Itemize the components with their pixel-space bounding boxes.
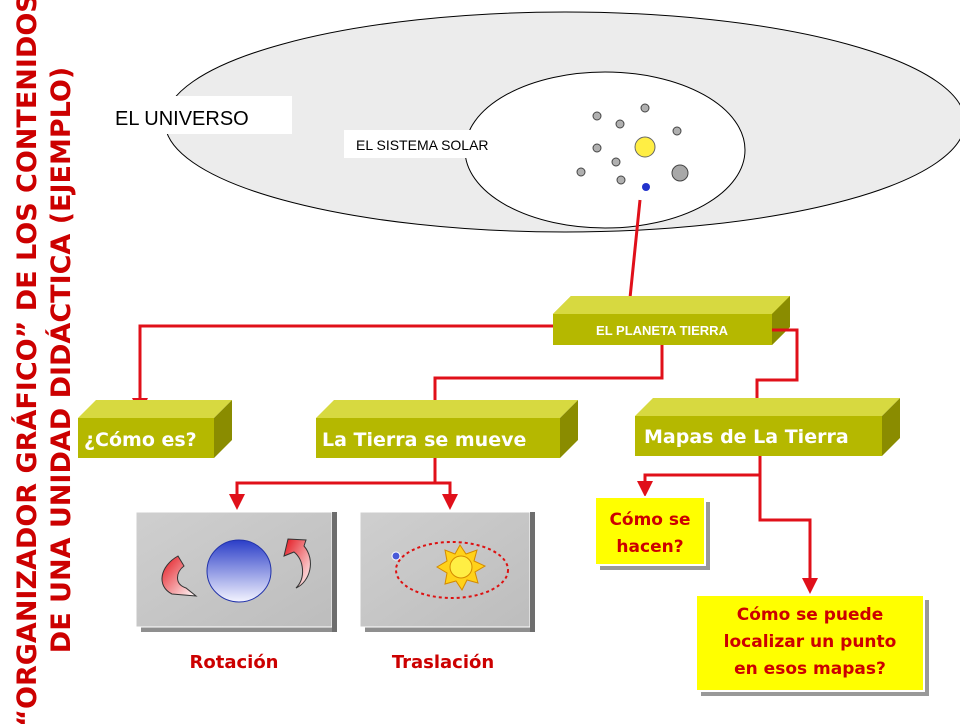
- label-traslacion: Traslación: [392, 652, 494, 673]
- label-como-se-hacen-2: hacen?: [616, 537, 683, 557]
- arrowhead-como-se-hacen: [637, 481, 653, 497]
- label-como-es: ¿Cómo es?: [84, 429, 197, 451]
- side-title: “ORGANIZADOR GRÁFICO” DE LOS CONTENIDOS …: [11, 0, 79, 727]
- connector-to-se-mueve: [433, 345, 664, 403]
- label-localizar-3: en esos mapas?: [734, 659, 886, 679]
- planet-box: [553, 296, 790, 345]
- sun-core-icon: [449, 555, 473, 579]
- earth-dot: [642, 183, 650, 191]
- planet-dot: [640, 103, 650, 113]
- earth-sphere-icon: [206, 539, 272, 603]
- orbit-path: [395, 541, 509, 599]
- side-title-line-2: DE UNA UNIDAD DIDÁCTICA (EJEMPLO): [46, 66, 77, 654]
- planet-dot: [592, 111, 602, 121]
- label-mapas: Mapas de La Tierra: [644, 426, 849, 448]
- side-title-line-1: “ORGANIZADOR GRÁFICO” DE LOS CONTENIDOS: [12, 0, 43, 727]
- label-rotacion: Rotación: [190, 652, 279, 673]
- arrowhead-localizar: [802, 578, 818, 594]
- arrowhead-rotacion: [229, 494, 245, 510]
- box-como-es: [78, 400, 232, 458]
- sun-icon: [634, 136, 656, 158]
- planet-dot-large: [671, 164, 689, 182]
- connector-to-mapas: [755, 328, 799, 400]
- connector-to-movements: [235, 458, 452, 496]
- label-como-se-hacen-1: Cómo se: [609, 510, 690, 530]
- label-localizar-2: localizar un punto: [724, 632, 897, 652]
- arrowhead-traslacion: [442, 494, 458, 510]
- solar-system-label-bg: [344, 130, 544, 158]
- planet-dot: [672, 126, 682, 136]
- planet-dot: [611, 157, 621, 167]
- question-box-como-se-hacen: [594, 496, 710, 570]
- solar-system-label: EL SISTEMA SOLAR: [356, 137, 489, 153]
- label-se-mueve: La Tierra se mueve: [322, 429, 526, 451]
- universe-label: EL UNIVERSO: [115, 108, 249, 130]
- planet-dot: [615, 119, 625, 129]
- planet-dot: [576, 167, 586, 177]
- planet-dot: [592, 143, 602, 153]
- universe-label-bg: [104, 96, 292, 134]
- box-se-mueve: [316, 400, 578, 458]
- connector-to-como-es: [138, 324, 553, 400]
- question-box-localizar: [695, 594, 929, 696]
- earth-orbit-icon: [391, 551, 401, 561]
- planet-dot: [616, 175, 626, 185]
- rotation-arrow-left-icon: [161, 555, 198, 597]
- connector-to-map-questions: [643, 456, 812, 580]
- box-mapas: [635, 398, 900, 456]
- rotation-arrow-right-icon: [283, 538, 311, 589]
- planet-label: EL PLANETA TIERRA: [596, 323, 729, 338]
- label-localizar-1: Cómo se puede: [737, 605, 884, 625]
